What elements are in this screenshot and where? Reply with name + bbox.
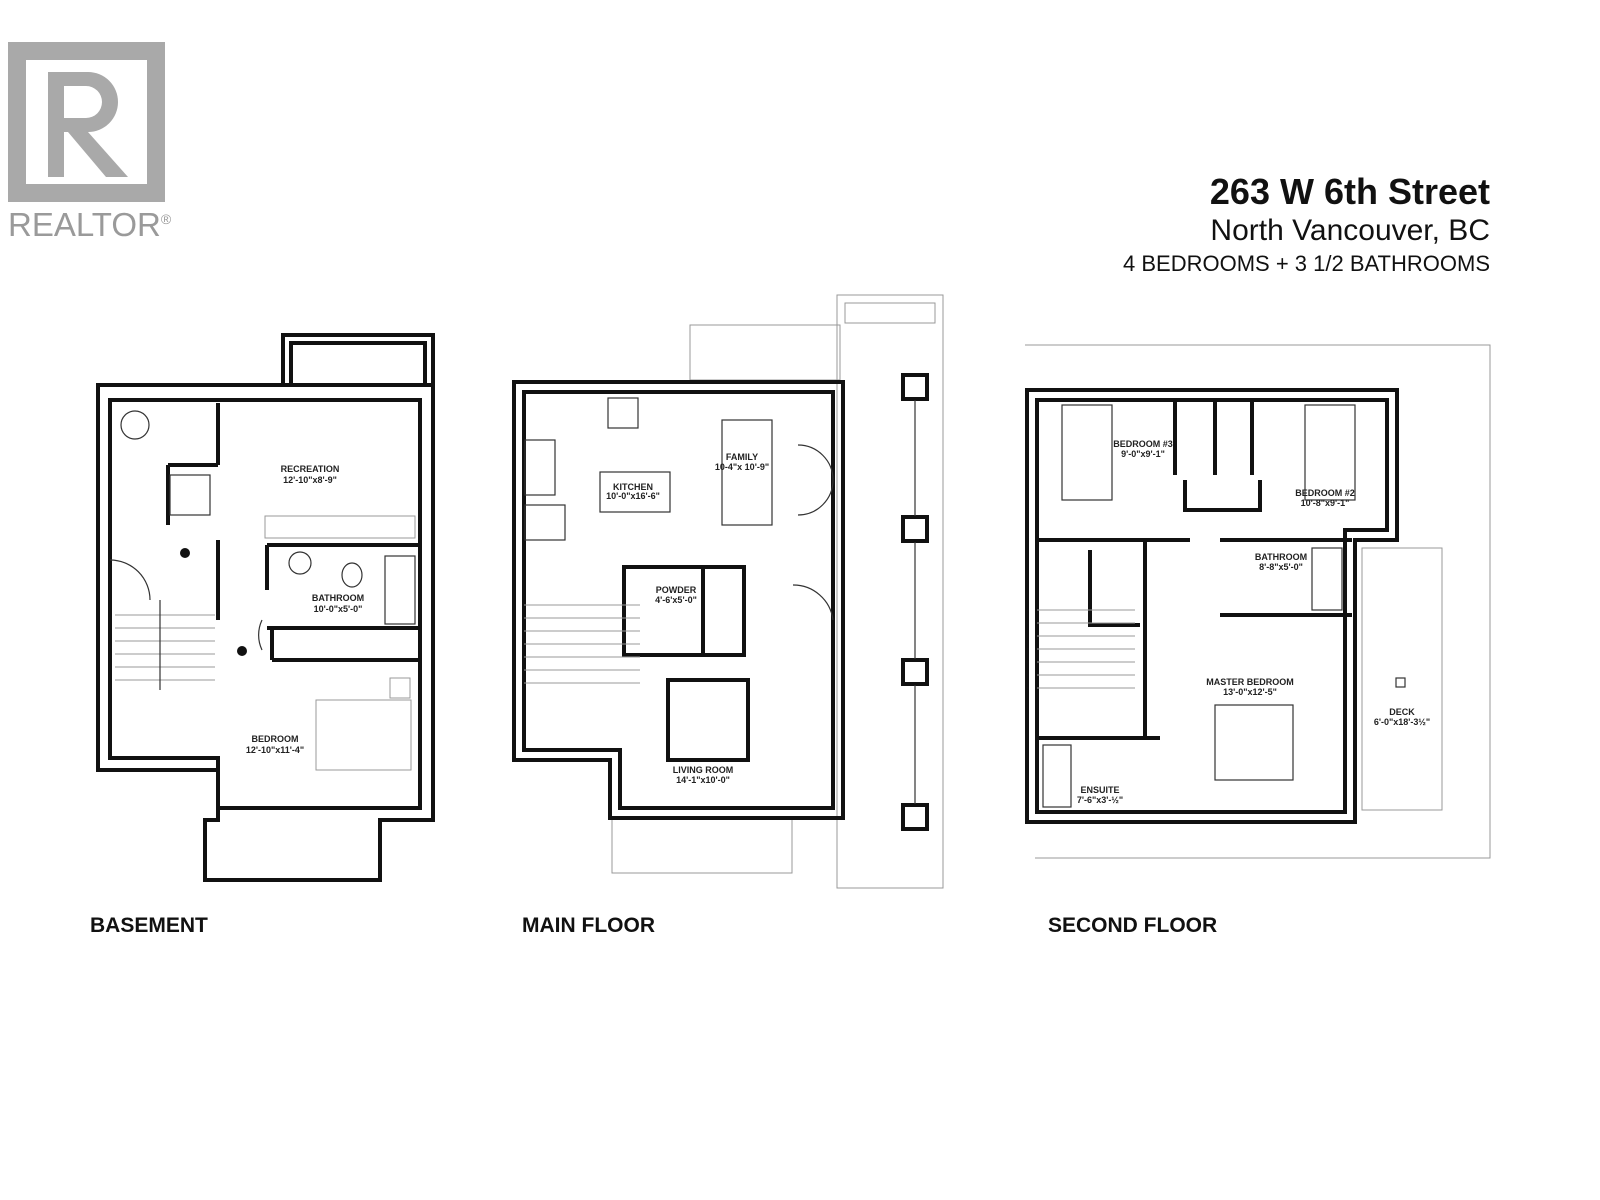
listing-header: 263 W 6th Street North Vancouver, BC 4 B…	[1123, 172, 1490, 278]
city: North Vancouver, BC	[1210, 214, 1490, 247]
room-size: 10-4"x 10'-9"	[715, 462, 769, 472]
room-label: MASTER BEDROOM	[1206, 677, 1294, 687]
floor-label-second: SECOND FLOOR	[1048, 914, 1218, 937]
room-size: 10'-8"x9'-1"	[1301, 498, 1350, 508]
basement-plan: RECREATION 12'-10"x8'-9" BATHROOM 10'-0"…	[96, 333, 435, 882]
room-label: LIVING ROOM	[673, 765, 734, 775]
room-size: 6'-0"x18'-3½"	[1374, 717, 1430, 727]
room-size: 7'-6"x3'-½"	[1077, 795, 1123, 805]
room-label: RECREATION	[281, 464, 340, 474]
room-size: 13'-0"x12'-5"	[1223, 687, 1277, 697]
room-label: BEDROOM #2	[1295, 488, 1355, 498]
realtor-wordmark: REALTOR®	[8, 206, 172, 243]
room-label: BEDROOM #3	[1113, 439, 1173, 449]
room-size: 12'-10"x8'-9"	[283, 475, 337, 485]
room-size: 10'-0"x5'-0"	[314, 604, 363, 614]
room-label: KITCHEN	[613, 482, 653, 492]
realtor-r-mark	[8, 42, 165, 202]
room-size: 12'-10"x11'-4"	[246, 745, 304, 755]
room-size: 4'-6'x5'-0"	[655, 595, 697, 605]
main-floor-plan: FAMILY 10-4"x 10'-9" KITCHEN 10'-0"x16'-…	[512, 294, 944, 889]
second-floor-plan: BEDROOM #3 9'-0"x9'-1" BEDROOM #2 10'-8"…	[1025, 344, 1491, 859]
room-label: BATHROOM	[312, 593, 364, 603]
room-label: POWDER	[656, 585, 697, 595]
room-label: FAMILY	[726, 452, 758, 462]
room-size: 9'-0"x9'-1"	[1121, 449, 1165, 459]
floor-label-basement: BASEMENT	[90, 914, 208, 937]
room-size: 14'-1"x10'-0"	[676, 775, 730, 785]
room-label: BEDROOM	[252, 734, 299, 744]
address: 263 W 6th Street	[1209, 171, 1490, 212]
room-size: 10'-0"x16'-6"	[606, 491, 660, 501]
bed-bath-summary: 4 BEDROOMS + 3 1/2 BATHROOMS	[1123, 251, 1490, 276]
room-label: DECK	[1389, 707, 1415, 717]
room-size: 8'-8"x5'-0"	[1259, 562, 1303, 572]
floor-label-main: MAIN FLOOR	[522, 914, 655, 937]
room-label: ENSUITE	[1080, 785, 1119, 795]
room-label: BATHROOM	[1255, 552, 1307, 562]
realtor-logo: REALTOR®	[8, 42, 183, 244]
